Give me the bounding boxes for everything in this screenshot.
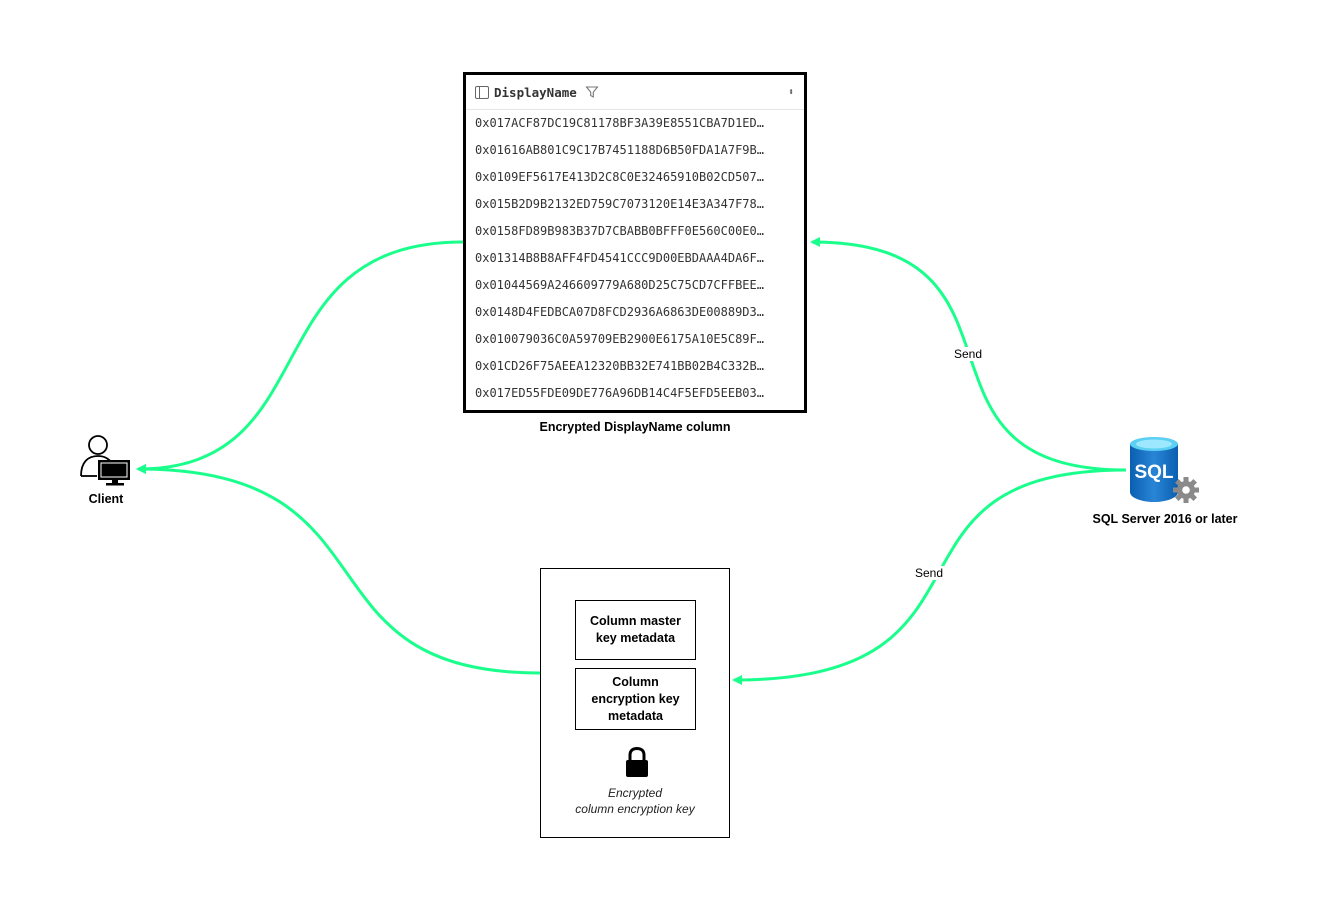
- table-row: 0x0109EF5617E413D2C8C0E32465910B02CD507…: [475, 170, 764, 184]
- column-icon: [475, 85, 489, 99]
- table-row: 0x015B2D9B2132ED759C7073120E14E3A347F78…: [475, 197, 764, 211]
- table-row: 0x010079036C0A59709EB2900E6175A10E5C89F…: [475, 332, 764, 346]
- caption-line-1: Encrypted: [607, 786, 663, 800]
- table-row: 0x017ACF87DC19C81178BF3A39E8551CBA7D1ED…: [475, 116, 764, 130]
- cek-metadata-label: Column encryption key metadata: [591, 674, 680, 723]
- encrypted-table: DisplayName ⬍ 0x017ACF87DC19C81178BF3A39…: [463, 72, 807, 413]
- table-body: 0x017ACF87DC19C81178BF3A39E8551CBA7D1ED……: [466, 110, 804, 407]
- user-computer-icon: [80, 435, 130, 486]
- cmk-metadata-label: Column master key metadata: [590, 614, 681, 645]
- table-row: 0x01044569A246609779A680D25C75CD7CFFBEE…: [475, 278, 764, 292]
- sql-icon-text: SQL: [1134, 462, 1173, 483]
- edge-table-to-client: [136, 240, 464, 474]
- gear-icon: [1173, 477, 1199, 503]
- sql-server-label: SQL Server 2016 or later: [1092, 512, 1238, 526]
- table-row: 0x01314B8B8AFF4FD4541CCC9D00EBDAAA4DA6F…: [475, 251, 764, 265]
- filter-icon[interactable]: [585, 85, 599, 99]
- table-caption: Encrypted DisplayName column: [539, 420, 731, 434]
- table-header: DisplayName ⬍: [466, 75, 804, 110]
- table-row: 0x01616AB801C9C17B7451188D6B50FDA1A7F9B…: [475, 143, 764, 157]
- caption-line-2: column encryption key: [575, 802, 695, 816]
- table-row: 0x01CD26F75AEEA12320BB32E741BB02B4C332B…: [475, 359, 764, 373]
- send-label-top: Send: [953, 347, 984, 361]
- table-row: 0x017ED55FDE09DE776A96DB14C4F5EFD5EEB03…: [475, 386, 764, 400]
- table-row: 0x0158FD89B983B37D7CBABB0BFFF0E560C00E0…: [475, 224, 764, 238]
- edge-metadata-to-client: [136, 464, 541, 675]
- encrypted-cek-caption: Encrypted column encryption key: [541, 785, 729, 817]
- column-name: DisplayName: [494, 84, 577, 100]
- metadata-container: Column master key metadata Column encryp…: [540, 568, 730, 838]
- table-row: 0x0148D4FEDBCA07D8FCD2936A6863DE00889D3…: [475, 305, 764, 319]
- sql-database-icon: SQL: [1130, 437, 1199, 503]
- cek-metadata-box: Column encryption key metadata: [575, 668, 696, 730]
- client-label: Client: [88, 492, 124, 506]
- send-label-bottom: Send: [914, 566, 945, 580]
- lock-icon: [626, 747, 648, 777]
- sort-icon[interactable]: ⬍: [787, 86, 794, 98]
- cmk-metadata-box: Column master key metadata: [575, 600, 696, 660]
